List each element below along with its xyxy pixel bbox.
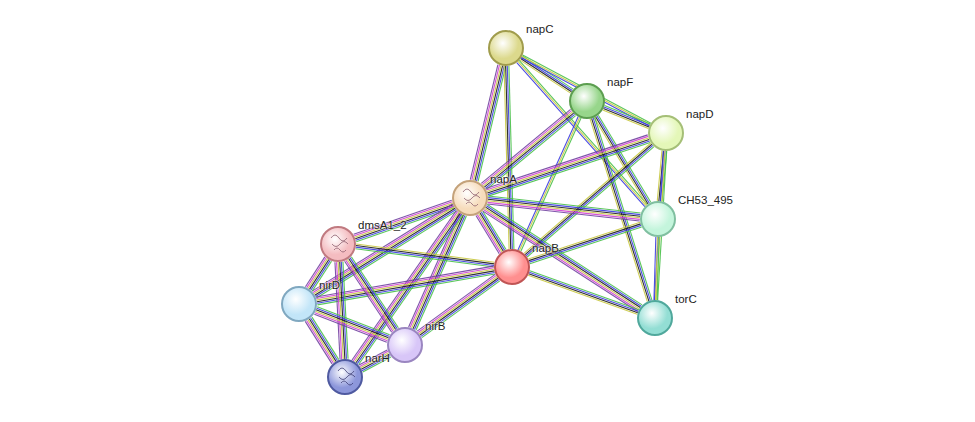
protein-node: nirB (387, 327, 423, 363)
interaction-edge (470, 65, 505, 182)
node-label: napB (532, 242, 559, 254)
node-label: napA (490, 173, 517, 185)
interaction-edge (417, 274, 500, 337)
protein-node: napD (648, 115, 684, 151)
node-label: dmsA1_2 (358, 219, 407, 231)
interaction-edge (487, 196, 640, 221)
protein-node: nirD (281, 286, 317, 322)
interaction-edge (654, 237, 659, 300)
node-label: torC (675, 293, 697, 305)
interaction-edge (521, 55, 651, 126)
node-label: nirB (425, 320, 445, 332)
interaction-edge (528, 271, 639, 314)
node-label: CH53_495 (678, 194, 733, 206)
protein-node: napF (569, 83, 605, 119)
interaction-edge (305, 317, 339, 364)
interaction-edge (524, 143, 654, 257)
interaction-edge (356, 244, 495, 267)
interaction-edge (359, 350, 391, 372)
protein-node: napC (488, 30, 524, 66)
node-label: napD (686, 108, 714, 120)
protein-node: napB (494, 249, 530, 285)
interaction-edge (603, 106, 650, 129)
protein-node: dmsA1_2 (320, 226, 356, 262)
interaction-edge (314, 307, 389, 342)
protein-node: narH (327, 359, 363, 395)
interaction-edge (517, 60, 647, 206)
interaction-edge (335, 262, 348, 359)
protein-node: torC (637, 300, 673, 336)
node-label: nirD (319, 279, 340, 291)
protein-node: CH53_495 (640, 201, 676, 237)
node-label: napF (607, 76, 633, 88)
node-label: napC (526, 23, 554, 35)
interaction-edge (483, 204, 642, 311)
protein-node: napA (452, 180, 488, 216)
interaction-edge (528, 222, 641, 263)
node-label: narH (365, 352, 390, 364)
